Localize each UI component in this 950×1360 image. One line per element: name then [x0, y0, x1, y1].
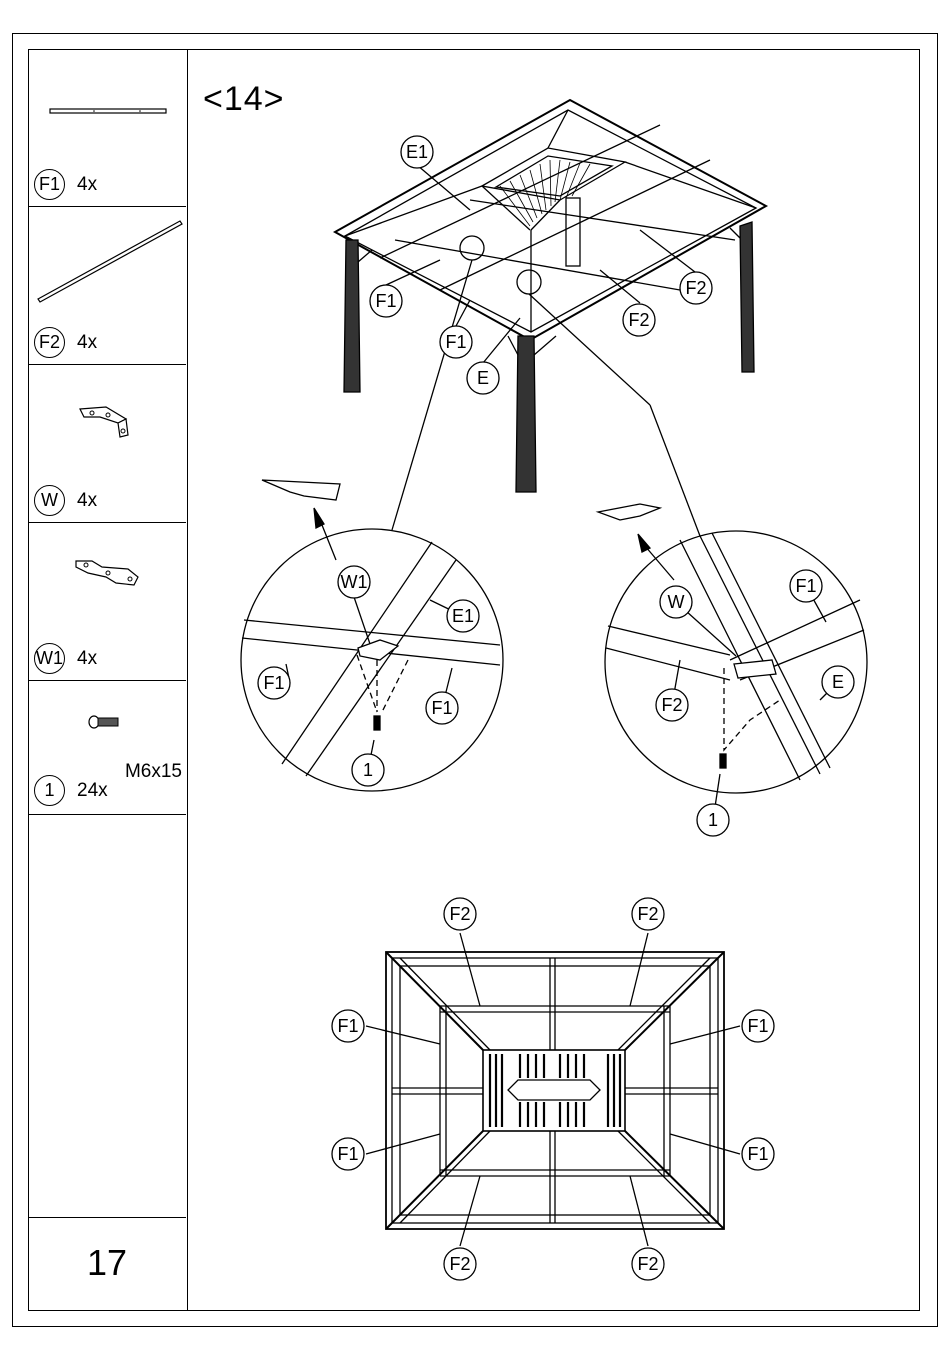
detail-right	[598, 504, 867, 820]
svg-text:E1: E1	[406, 142, 428, 162]
callout-f1: F1	[742, 1138, 774, 1170]
callout-e: E	[467, 362, 499, 394]
svg-text:F1: F1	[747, 1144, 768, 1164]
svg-text:E1: E1	[452, 606, 474, 626]
callout-w: W	[660, 586, 692, 618]
callout-f1: F1	[332, 1010, 364, 1042]
callout-f1: F1	[440, 326, 472, 358]
callout-e1: E1	[401, 136, 433, 168]
callout-f2: F2	[632, 898, 664, 930]
gazebo-perspective	[335, 100, 766, 536]
svg-text:W1: W1	[341, 572, 368, 592]
callout-bolt: 1	[352, 754, 384, 786]
callout-f1: F1	[370, 285, 402, 317]
callout-f1: F1	[332, 1138, 364, 1170]
svg-text:F2: F2	[661, 695, 682, 715]
callout-f1: F1	[258, 667, 290, 699]
callout-e: E	[822, 666, 854, 698]
callout-f2: F2	[632, 1248, 664, 1280]
callout-f2: F2	[680, 272, 712, 304]
callout-f2: F2	[444, 1248, 476, 1280]
callout-e1: E1	[447, 600, 479, 632]
svg-text:W: W	[668, 592, 685, 612]
svg-text:E: E	[832, 672, 844, 692]
svg-text:F2: F2	[685, 278, 706, 298]
callout-f2: F2	[444, 898, 476, 930]
svg-text:F1: F1	[337, 1016, 358, 1036]
callout-f1: F1	[790, 570, 822, 602]
svg-text:F2: F2	[637, 904, 658, 924]
svg-text:F2: F2	[628, 310, 649, 330]
svg-text:F1: F1	[375, 291, 396, 311]
svg-text:F2: F2	[449, 904, 470, 924]
callout-f2: F2	[623, 304, 655, 336]
svg-text:F1: F1	[431, 698, 452, 718]
svg-text:F1: F1	[263, 673, 284, 693]
svg-text:F1: F1	[337, 1144, 358, 1164]
callout-bolt: 1	[697, 804, 729, 836]
svg-text:F1: F1	[795, 576, 816, 596]
callout-f1: F1	[742, 1010, 774, 1042]
svg-text:F1: F1	[445, 332, 466, 352]
svg-text:E: E	[477, 368, 489, 388]
detail-left	[241, 480, 503, 791]
svg-text:F1: F1	[747, 1016, 768, 1036]
callout-f1: F1	[426, 692, 458, 724]
svg-text:F2: F2	[637, 1254, 658, 1274]
svg-text:F2: F2	[449, 1254, 470, 1274]
svg-text:1: 1	[363, 760, 373, 780]
callout-f2: F2	[656, 689, 688, 721]
callout-w1: W1	[338, 566, 370, 598]
plan-view	[366, 933, 740, 1246]
svg-text:1: 1	[708, 810, 718, 830]
